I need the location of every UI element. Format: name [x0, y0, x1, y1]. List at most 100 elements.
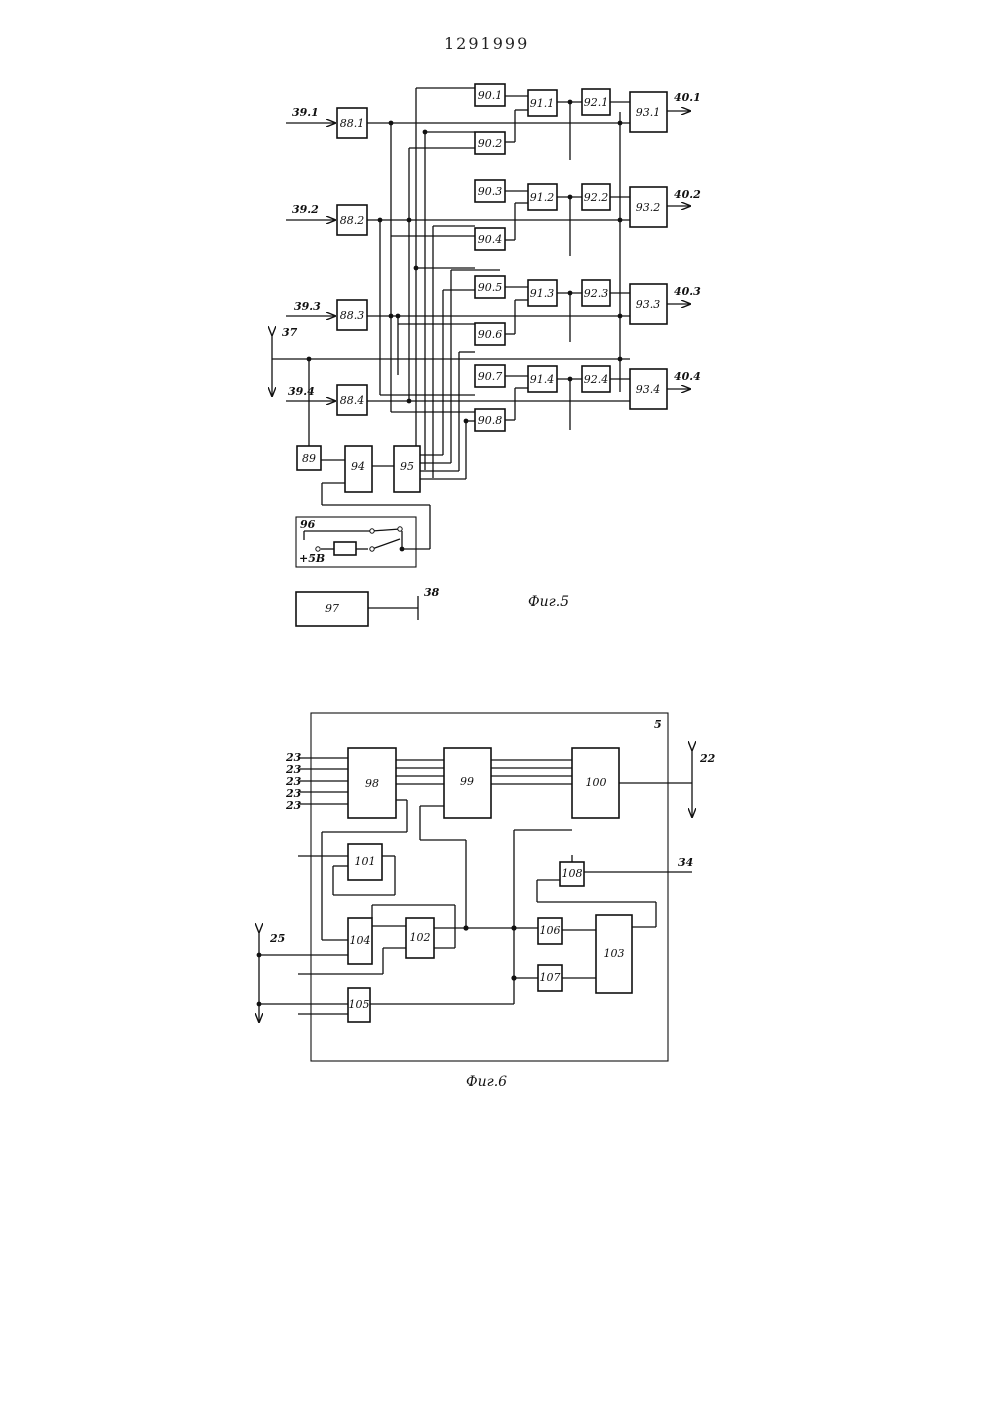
block-93-1-label: 93.1 [636, 106, 661, 119]
block-90-6-label: 90.6 [478, 328, 503, 341]
block-93-2-label: 93.2 [636, 201, 661, 214]
block-95-label: 95 [400, 460, 414, 473]
block-91-4: 91.4 [528, 366, 557, 392]
block-106-label: 106 [540, 924, 561, 937]
block-105-label: 105 [349, 998, 370, 1011]
bus-37-label: 37 [282, 326, 298, 339]
input-39-3-label: 39.3 [294, 300, 321, 313]
output-40-3-label: 40.3 [674, 285, 701, 298]
block-92-4: 92.4 [582, 366, 610, 392]
block-88-4-label: 88.4 [340, 394, 365, 407]
input-39-4-label: 39.4 [288, 385, 315, 398]
block-93-4-label: 93.4 [636, 383, 661, 396]
block-88-3-label: 88.3 [340, 309, 365, 322]
output-40-1-label: 40.1 [674, 91, 701, 104]
fig5-blocks: 88.1 88.2 88.3 88.4 89 94 95 90.1 90.2 9… [296, 84, 667, 626]
block-92-2-label: 92.2 [584, 191, 609, 204]
output-40-2-label: 40.2 [674, 188, 701, 201]
block-107: 107 [538, 965, 562, 991]
block-92-4-label: 92.4 [584, 373, 609, 386]
fig5-io-labels: 39.1 39.2 39.3 39.4 37 40.1 40.2 40.3 40… [282, 91, 701, 610]
block-106: 106 [538, 918, 562, 944]
block-89-label: 89 [302, 452, 316, 465]
unit-5-label: 5 [654, 718, 662, 731]
block-88-2: 88.2 [337, 205, 367, 235]
block-92-3-label: 92.3 [584, 287, 609, 300]
block-88-1-label: 88.1 [340, 117, 365, 130]
block-105: 105 [348, 988, 370, 1022]
block-108-label: 108 [562, 867, 583, 880]
block-99-label: 99 [460, 775, 474, 788]
block-98-label: 98 [365, 777, 379, 790]
block-90-1: 90.1 [475, 84, 505, 106]
block-90-7: 90.7 [475, 365, 505, 387]
block-90-8: 90.8 [475, 409, 505, 431]
block-90-5: 90.5 [475, 276, 505, 298]
block-94: 94 [345, 446, 372, 492]
block-99: 99 [444, 748, 491, 818]
block-108: 108 [560, 862, 584, 886]
block-90-1-label: 90.1 [478, 89, 503, 102]
block-93-3-label: 93.3 [636, 298, 661, 311]
block-90-4-label: 90.4 [478, 233, 503, 246]
input-39-2-label: 39.2 [292, 203, 319, 216]
block-103: 103 [596, 915, 632, 993]
block-90-2: 90.2 [475, 132, 505, 154]
block-92-1-label: 92.1 [584, 96, 609, 109]
block-94-label: 94 [351, 460, 365, 473]
block-101-label: 101 [355, 855, 376, 868]
input-39-1-label: 39.1 [292, 106, 319, 119]
block-93-4: 93.4 [630, 369, 667, 409]
block-97: 97 [296, 592, 368, 626]
block-91-2-label: 91.2 [530, 191, 555, 204]
block-88-1: 88.1 [337, 108, 367, 138]
block-104-label: 104 [350, 934, 371, 947]
block-90-5-label: 90.5 [478, 281, 503, 294]
bus-22-label: 22 [699, 752, 716, 765]
block-90-8-label: 90.8 [478, 414, 503, 427]
output-40-4-label: 40.4 [674, 370, 701, 383]
voltage-label: +5В [299, 552, 325, 565]
block-101: 101 [348, 844, 382, 880]
block-104: 104 [348, 918, 372, 964]
block-90-4: 90.4 [475, 228, 505, 250]
block-93-1: 93.1 [630, 92, 667, 132]
input-23-e-label: 23 [285, 799, 302, 812]
block-103-label: 103 [604, 947, 625, 960]
block-91-4-label: 91.4 [530, 373, 555, 386]
block-90-3-label: 90.3 [478, 185, 503, 198]
block-102: 102 [406, 918, 434, 958]
block-97-label: 97 [325, 602, 339, 615]
block-91-3: 91.3 [528, 280, 557, 306]
block-100-label: 100 [586, 776, 607, 789]
block-91-2: 91.2 [528, 184, 557, 210]
fig5-wires [272, 88, 690, 620]
block-92-1: 92.1 [582, 89, 610, 115]
block-90-2-label: 90.2 [478, 137, 503, 150]
block-91-1: 91.1 [528, 90, 557, 116]
block-96-switch: 96 +5В [296, 517, 416, 567]
block-93-2: 93.2 [630, 187, 667, 227]
block-93-3: 93.3 [630, 284, 667, 324]
block-88-2-label: 88.2 [340, 214, 365, 227]
block-92-2: 92.2 [582, 184, 610, 210]
figure-5-caption: Фиг.5 [528, 594, 569, 610]
bus-25-label: 25 [269, 932, 285, 945]
output-34-label: 34 [678, 856, 693, 869]
block-88-4: 88.4 [337, 385, 367, 415]
output-38-label: 38 [424, 586, 440, 599]
block-100: 100 [572, 748, 619, 818]
block-88-3: 88.3 [337, 300, 367, 330]
block-90-3: 90.3 [475, 180, 505, 202]
block-90-7-label: 90.7 [478, 370, 503, 383]
block-92-3: 92.3 [582, 280, 610, 306]
block-102-label: 102 [410, 931, 431, 944]
figure-6-caption: Фиг.6 [466, 1074, 507, 1090]
block-91-1-label: 91.1 [530, 97, 555, 110]
figure-6-diagram: 5 23 23 23 23 23 22 [257, 713, 716, 1090]
switch-96-label: 96 [300, 518, 316, 531]
block-89: 89 [297, 446, 321, 470]
block-90-6: 90.6 [475, 323, 505, 345]
block-107-label: 107 [540, 971, 561, 984]
